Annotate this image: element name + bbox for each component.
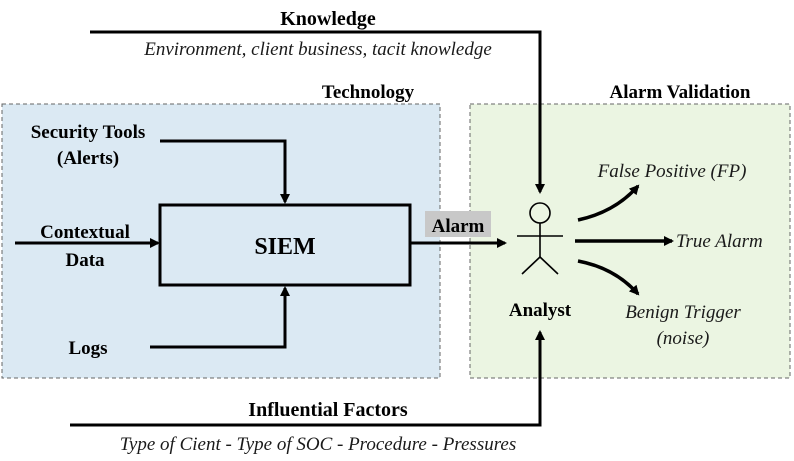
false-positive-label: False Positive (FP): [597, 161, 747, 182]
influential-factors-title: Influential Factors: [248, 399, 408, 421]
contextual-line2: Data: [65, 250, 105, 271]
true-alarm-label: True Alarm: [676, 231, 763, 252]
analyst-label: Analyst: [509, 300, 572, 321]
siem-label: SIEM: [254, 234, 315, 260]
security-tools-arrow: [160, 139, 290, 204]
benign-trigger-arrow: [577, 259, 640, 296]
influential-factors-arrow: [70, 330, 545, 427]
technology-title: Technology: [322, 82, 415, 103]
analyst-icon: [517, 202, 563, 275]
alarm-label: Alarm: [432, 216, 485, 237]
knowledge-subtitle: Environment, client business, tacit know…: [143, 39, 492, 60]
security-tools-line2: (Alerts): [57, 148, 119, 169]
security-tools-line1: Security Tools: [31, 122, 146, 143]
security-tools-label: Security Tools (Alerts): [31, 122, 146, 169]
alarm-label-bg: [425, 211, 491, 237]
knowledge-title: Knowledge: [280, 8, 376, 30]
siem-box: [158, 203, 412, 287]
contextual-line1: Contextual: [40, 222, 130, 243]
logs-arrow: [150, 286, 290, 349]
influential-factors-subtitle: Type of Cient - Type of SOC - Procedure …: [120, 434, 516, 455]
alarm-validation-title: Alarm Validation: [610, 82, 751, 103]
benign-line1: Benign Trigger: [625, 302, 741, 323]
benign-trigger-label: Benign Trigger (noise): [625, 302, 741, 349]
knowledge-arrow: [90, 30, 545, 194]
benign-line2: (noise): [657, 328, 710, 349]
technology-panel: [1, 103, 441, 379]
logs-label: Logs: [68, 338, 107, 359]
false-positive-arrow: [577, 184, 640, 222]
